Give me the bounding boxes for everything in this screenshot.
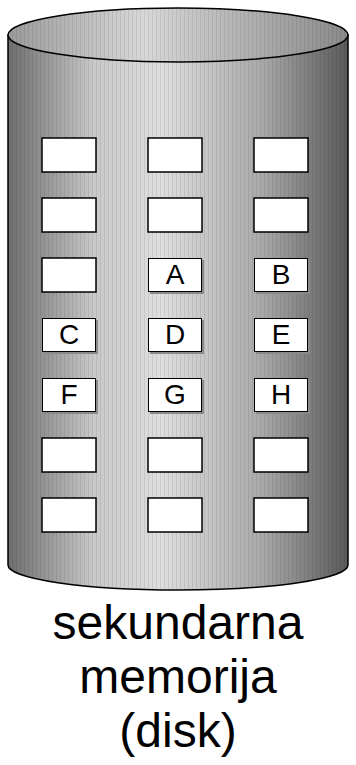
memory-block: F — [42, 378, 96, 412]
memory-block: H — [254, 378, 308, 412]
block-label: B — [272, 261, 291, 289]
block-label: H — [271, 381, 291, 409]
memory-block: E — [254, 318, 308, 352]
block-label: E — [272, 321, 291, 349]
memory-block: A — [148, 258, 202, 292]
memory-block: G — [148, 378, 202, 412]
memory-block: B — [254, 258, 308, 292]
caption: sekundarna memorija (disk) — [28, 596, 328, 758]
memory-block: C — [42, 318, 96, 352]
block-label: A — [166, 261, 185, 289]
block-label: D — [165, 321, 185, 349]
block-label: G — [164, 381, 186, 409]
empty-block — [42, 138, 308, 532]
block-label: F — [60, 381, 77, 409]
block-label: C — [59, 321, 79, 349]
memory-block: D — [148, 318, 202, 352]
